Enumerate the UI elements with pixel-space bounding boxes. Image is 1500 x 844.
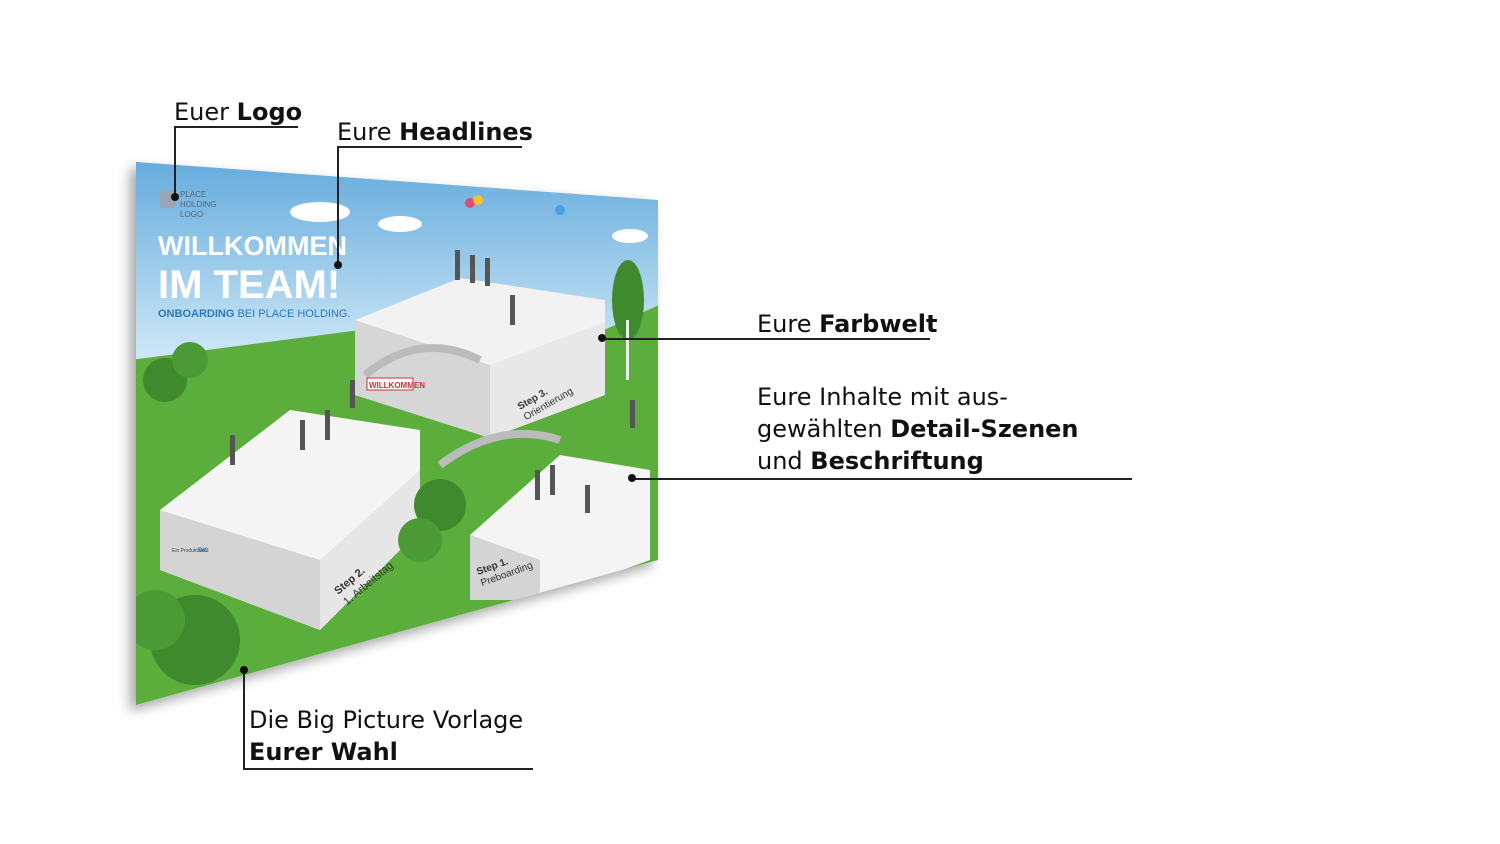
callout-headlines-leader [337,146,339,264]
callout-logo-underline [174,126,298,128]
callout-vorlage-underline [243,768,533,770]
callout-logo: Euer Logo [174,96,302,128]
callout-vorlage: Die Big Picture Vorlage Eurer Wahl [249,704,523,768]
callout-farbwelt-bold: Farbwelt [819,310,938,338]
banner-label: WILLKOMMEN [369,381,425,390]
callout-inhalte-line3: und Beschriftung [757,447,984,475]
callout-vorlage-line2: Eurer Wahl [249,738,398,766]
callout-headlines: Eure Headlines [337,116,533,148]
callout-logo-leader [174,126,176,196]
callout-farbwelt: Eure Farbwelt [757,308,937,340]
poster-footer-brand: BIG [198,548,209,554]
callout-inhalte-dot [628,474,636,482]
callout-farbwelt-underline [602,338,930,340]
poster-subline: ONBOARDING BEI PLACE HOLDING. [158,308,351,320]
callout-vorlage-leader [243,670,245,770]
logo-line-1: PLACE [180,190,206,199]
poster-headline-1: WILLKOMMEN [158,231,347,261]
callout-farbwelt-dot [598,334,606,342]
bridge-upper [362,344,482,379]
callout-vorlage-dot [240,666,248,674]
logo-line-2: HOLDING [180,200,216,209]
callout-vorlage-line1: Die Big Picture Vorlage [249,706,524,734]
poster-headline-2: IM TEAM! [158,263,340,307]
callout-farbwelt-prefix: Eure [757,310,812,338]
callout-inhalte: Eure Inhalte mit aus- gewählten Detail-S… [757,381,1079,477]
callout-logo-prefix: Euer [174,98,230,126]
bridge-lower [437,429,562,469]
callout-headlines-prefix: Eure [337,118,392,146]
callout-headlines-bold: Headlines [399,118,533,146]
callout-inhalte-line1: Eure Inhalte mit aus- [757,383,1008,411]
callout-headlines-underline [337,146,522,148]
callout-inhalte-line2: gewählten Detail-Szenen [757,415,1079,443]
callout-inhalte-underline [632,478,1132,480]
poster-footer: Ein Produkt von [172,548,208,554]
logo-line-3: LOGO [180,210,203,219]
callout-headlines-dot [334,261,342,269]
callout-logo-bold: Logo [236,98,303,126]
callout-logo-dot [171,193,179,201]
